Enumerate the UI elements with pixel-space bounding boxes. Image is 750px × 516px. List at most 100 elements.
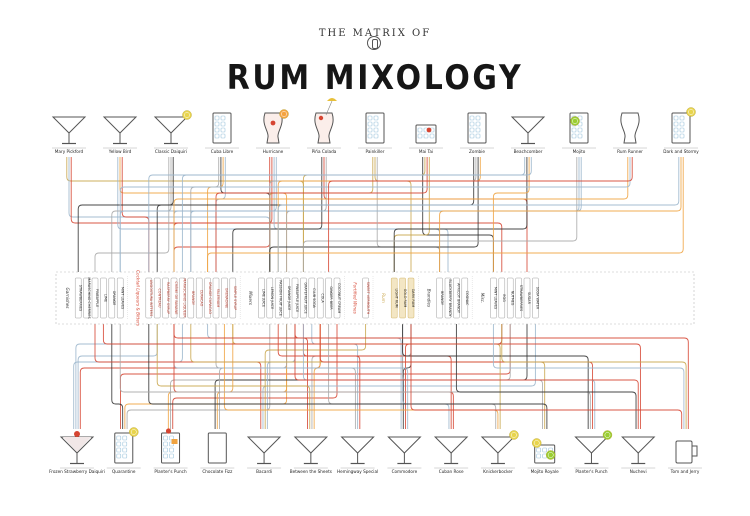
- ingredient-label: GRAPEFRUIT JUICE: [304, 282, 308, 313]
- ingredient-tag: [291, 277, 299, 319]
- ingredient-tag: [170, 277, 178, 319]
- top-cocktail: Yellow Bird: [102, 116, 138, 154]
- ingredient-tag: [195, 277, 203, 319]
- cocktail-name: Mojito Royale: [531, 469, 560, 474]
- martini-glass-icon: [153, 116, 189, 134]
- ice-cube-icon: [220, 121, 226, 127]
- ingredient-tag: [153, 277, 161, 319]
- ingredient-tag: [212, 277, 220, 319]
- bottom-cocktail: Hemingway Special: [337, 436, 378, 474]
- martini-glass-icon: [387, 436, 422, 454]
- cocktail-name: Dark and Stormy: [663, 149, 699, 154]
- bottom-cocktail: Frozen Strawberry Daiquiri: [49, 431, 105, 474]
- highball-glass-icon: [671, 112, 691, 144]
- ingredient-label: SUGAR: [527, 292, 531, 305]
- top-cocktail: Rum Runner: [613, 112, 647, 154]
- ingredient-connection: [173, 157, 271, 272]
- ingredient-connection: [402, 324, 543, 429]
- ingredient-connection: [402, 324, 450, 429]
- ingredient-connection: [94, 324, 262, 429]
- ingredient-connection: [294, 324, 639, 429]
- cocktail-name: Rum Runner: [617, 149, 643, 154]
- ingredient-label: LIGHT RUM: [394, 289, 398, 308]
- ingredient-label: SIMPLE SYRUP: [233, 286, 237, 310]
- ingredient-connection: [126, 324, 271, 429]
- top-cocktail: Mary Pickford: [51, 116, 87, 154]
- ingredient-label: GINGER BEER: [329, 286, 333, 310]
- ingredient-connection: [170, 324, 511, 429]
- ingredient-connection: [214, 324, 528, 429]
- ice-cube-icon: [367, 115, 373, 121]
- ice-cube-icon: [679, 133, 685, 139]
- ingredient-connection: [262, 324, 536, 429]
- top-cocktail: Mai Tai: [409, 124, 443, 154]
- ingredient-label: SWEET VERMOUTH: [366, 282, 370, 315]
- cocktail-name: Classic Daiquiri: [155, 149, 187, 154]
- bottom-cocktail: Knickerbocker: [480, 430, 519, 474]
- ingredient-label: MARASCHINO LIQUEUR: [183, 278, 187, 318]
- ingredient-connection: [119, 157, 631, 272]
- fruit-wedge-icon: [129, 427, 139, 437]
- ingredient-connection: [77, 157, 475, 272]
- ice-cube-icon: [122, 453, 128, 459]
- fruit-wedge-detail: [547, 452, 554, 458]
- ingredient-connection: [75, 324, 503, 429]
- ingredient-connection: [148, 324, 548, 429]
- ice-cube-icon: [475, 121, 481, 127]
- title-prefix: THE MATRIX OF: [318, 28, 432, 39]
- ingredient-connection: [77, 324, 158, 429]
- ingredient-label: PINEAPPLE JUICE: [295, 284, 299, 312]
- ingredient-label: COCONUT CREAM: [337, 283, 341, 313]
- ice-cube-icon: [122, 435, 128, 441]
- ingredient-tag: [266, 277, 273, 319]
- ingredient-connection: [156, 324, 311, 429]
- ingredient-label: STRAWBERRIES: [519, 285, 523, 311]
- cocktail-name: Hurricane: [263, 149, 284, 154]
- fruit-wedge-detail: [572, 118, 578, 124]
- ingredient-connection: [148, 157, 532, 272]
- cocktail-name: Chocolate Fizz: [202, 469, 233, 474]
- cherry-icon: [74, 431, 80, 437]
- fruit-wedge-detail: [511, 432, 517, 438]
- cocktail-name: Planter's Punch: [154, 469, 187, 474]
- ice-cube-icon: [577, 127, 583, 133]
- fruit-wedge-detail: [604, 432, 611, 438]
- ice-cube-icon: [673, 121, 679, 127]
- cocktail-name: Painkiller: [366, 149, 385, 154]
- ingredient-connection: [264, 324, 367, 429]
- cocktail-name: Mary Pickford: [55, 149, 84, 154]
- ingredient-connection: [410, 324, 683, 429]
- ingredient-tag: [108, 277, 116, 319]
- ingredient-label: FALERNUM: [216, 289, 220, 307]
- ingredient-label: PASSION FRUIT JUICE: [278, 280, 282, 316]
- ingredient-label: GRENADINE: [225, 288, 229, 308]
- fruit-wedge-icon: [509, 430, 519, 440]
- ingredient-connection: [167, 324, 288, 429]
- ingredient-connection: [111, 157, 172, 272]
- ingredient-label: DARK RUM: [411, 289, 415, 307]
- cocktail-name: Beachcomber: [514, 149, 543, 154]
- highball-glass-icon: [207, 432, 227, 464]
- ice-cube-icon: [373, 121, 379, 127]
- ice-cube-icon: [122, 447, 128, 453]
- hurricane-glass-icon: [263, 112, 283, 144]
- ice-cube-icon: [116, 435, 122, 441]
- highball-glass-icon: [212, 112, 232, 144]
- ingredient-tag: [515, 277, 522, 319]
- ingredient-label: CLUB SODA: [312, 288, 316, 308]
- ingredient-connection: [66, 157, 304, 272]
- ingredient-connection: [102, 324, 641, 429]
- ice-cube-icon: [679, 121, 685, 127]
- ingredient-connection: [68, 157, 271, 272]
- ingredient-connection: [215, 157, 428, 272]
- hurricane-glass-icon: [620, 112, 640, 144]
- ice-cube-icon: [116, 447, 122, 453]
- ice-cube-icon: [220, 133, 226, 139]
- ingredient-tag: [436, 277, 443, 319]
- ice-cube-icon: [571, 127, 577, 133]
- ingredient-tag: [229, 277, 237, 319]
- ingredient-connection: [111, 324, 124, 429]
- ingredient-label: MINT LEAVES: [494, 287, 498, 309]
